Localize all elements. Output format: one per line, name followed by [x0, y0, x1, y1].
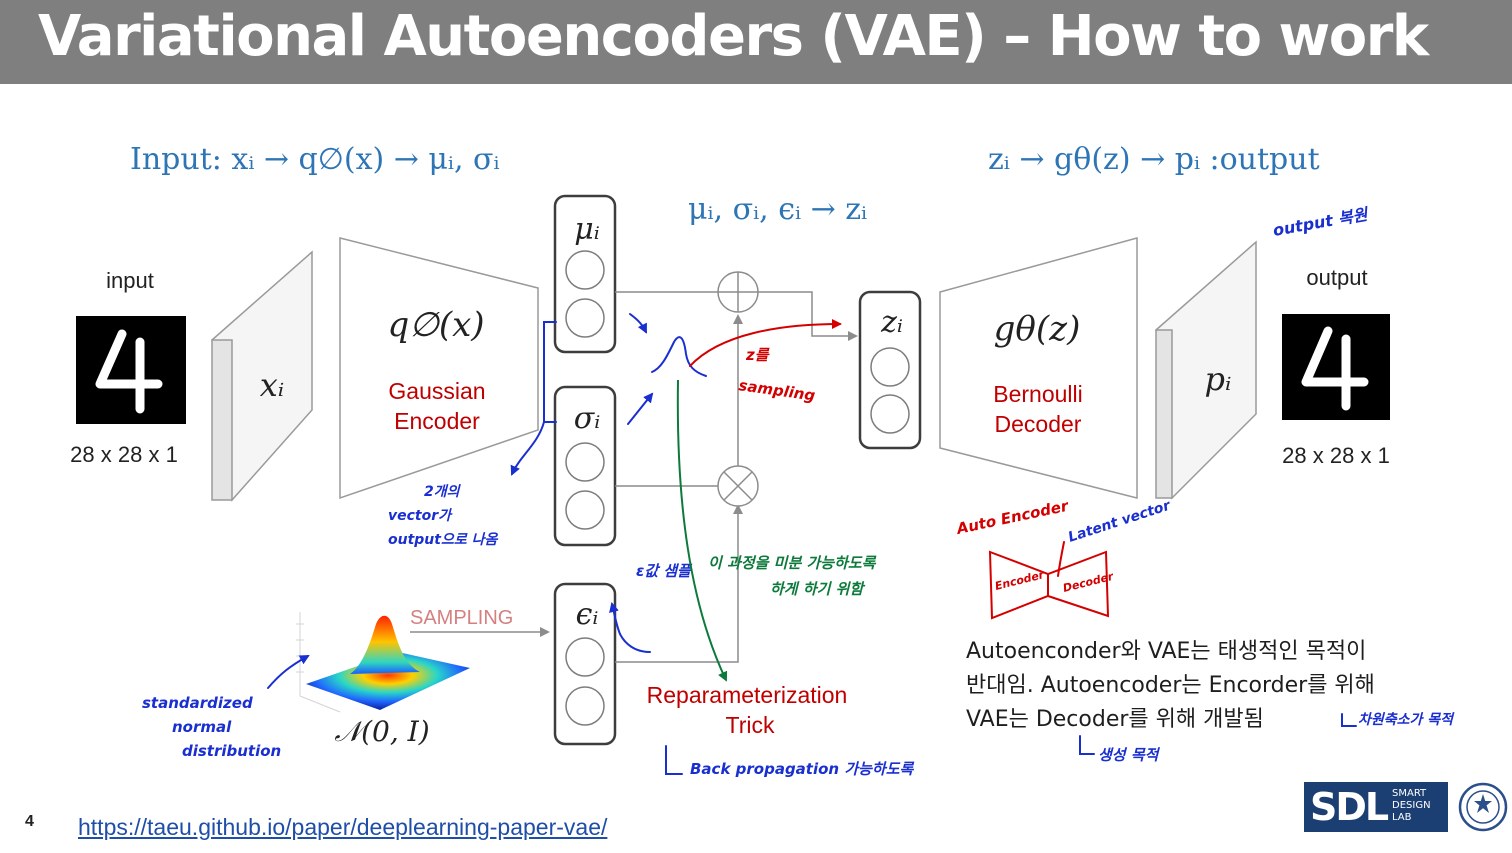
ink-two-vectors-1: 2개의 — [424, 484, 462, 500]
note-line2: 반대임. Autoencoder는 Encorder를 위해 — [966, 673, 1375, 698]
mu-symbol: μᵢ — [574, 212, 600, 247]
page-number: 4 — [25, 813, 34, 830]
output-digit-image — [1282, 314, 1390, 420]
ink-latent-vector: Latent vector — [1066, 497, 1173, 545]
ink-backprop: Back propagation 가능하도록 — [690, 760, 915, 778]
vae-diagram: Input: xᵢ → q∅(x) → μᵢ, σᵢ zᵢ → gθ(z) → … — [70, 142, 1455, 778]
output-layer-symbol: pᵢ — [1205, 360, 1232, 398]
encoder-name-line2: Encoder — [394, 408, 480, 434]
input-layer — [211, 250, 313, 502]
ink-two-vectors-3: output으로 나옴 — [388, 532, 498, 548]
university-seal — [1458, 782, 1508, 832]
ink-ae-title: Auto Encoder — [954, 496, 1071, 538]
ink-blue-strokes — [267, 313, 1357, 775]
ink-eps-sampling: ε값 샘플 — [636, 562, 693, 580]
distribution-label: 𝒩(0, I) — [334, 715, 429, 748]
encoder-symbol: q∅(x) — [387, 305, 484, 345]
input-digit-image — [76, 316, 186, 424]
sigma-vector — [553, 385, 617, 547]
ink-std-normal-3: distribution — [182, 742, 281, 760]
note-line1: Autoenconder와 VAE는 태생적인 목적이 — [966, 639, 1366, 664]
ink-red-strokes — [689, 319, 1110, 620]
ink-dim-reduction: 차원축소가 목적 — [1358, 712, 1455, 728]
ink-ae-encoder: Encoder — [994, 568, 1046, 593]
input-label: input — [106, 268, 154, 293]
ink-green-arrow — [676, 379, 728, 682]
ink-two-vectors-2: vector가 — [388, 508, 453, 524]
output-dims: 28 x 28 x 1 — [1282, 443, 1390, 468]
title-bar: Variational Autoencoders (VAE) – How to … — [0, 0, 1512, 84]
decoder-name-line2: Decoder — [995, 411, 1082, 437]
output-label: output — [1306, 265, 1367, 290]
sampling-label: SAMPLING — [410, 607, 513, 629]
ink-generation: 생성 목적 — [1098, 746, 1161, 764]
ink-z-sampling-2: sampling — [737, 376, 816, 405]
epsilon-vector — [553, 582, 617, 746]
formula-output-chain: zᵢ → gθ(z) → pᵢ :output — [988, 142, 1320, 177]
formula-reparam-chain: μᵢ, σᵢ, ϵᵢ → zᵢ — [688, 192, 867, 227]
ink-std-normal-2: normal — [172, 718, 232, 736]
ink-differentiable-2: 하게 하기 위함 — [770, 580, 865, 598]
trick-line1: Reparameterization — [647, 682, 848, 708]
multiply-node — [717, 465, 759, 507]
input-layer-symbol: xᵢ — [260, 366, 284, 404]
plus-node — [717, 271, 759, 313]
decoder-name-line1: Bernoulli — [993, 381, 1083, 407]
trick-line2: Trick — [726, 712, 775, 738]
slide-title: Variational Autoencoders (VAE) – How to … — [38, 4, 1429, 69]
ink-differentiable-1: 이 과정을 미분 가능하도록 — [708, 554, 877, 572]
ink-z-sampling-1: z를 — [745, 346, 770, 364]
source-link[interactable]: https://taeu.github.io/paper/deeplearnin… — [78, 814, 608, 840]
output-layer — [1155, 240, 1257, 500]
input-dims: 28 x 28 x 1 — [70, 442, 178, 467]
ink-std-normal-1: standardized — [142, 694, 253, 712]
note-line3: VAE는 Decoder를 위해 개발됨 — [966, 707, 1264, 732]
decoder-block — [939, 237, 1138, 499]
encoder-block — [339, 237, 539, 500]
epsilon-symbol: ϵᵢ — [576, 597, 599, 632]
mu-vector — [553, 194, 617, 354]
sdl-logo-mark: SDL — [1310, 785, 1389, 829]
formula-input-chain: Input: xᵢ → q∅(x) → μᵢ, σᵢ — [130, 142, 500, 177]
encoder-name-line1: Gaussian — [388, 378, 485, 404]
standard-normal-surface — [296, 612, 470, 713]
z-symbol: zᵢ — [880, 305, 903, 340]
z-vector — [858, 290, 922, 450]
reparam-connectors — [615, 291, 858, 663]
decoder-symbol: gθ(z) — [994, 309, 1081, 349]
sigma-symbol: σᵢ — [574, 401, 601, 436]
ink-output-restore: output 복원 — [1271, 204, 1371, 240]
